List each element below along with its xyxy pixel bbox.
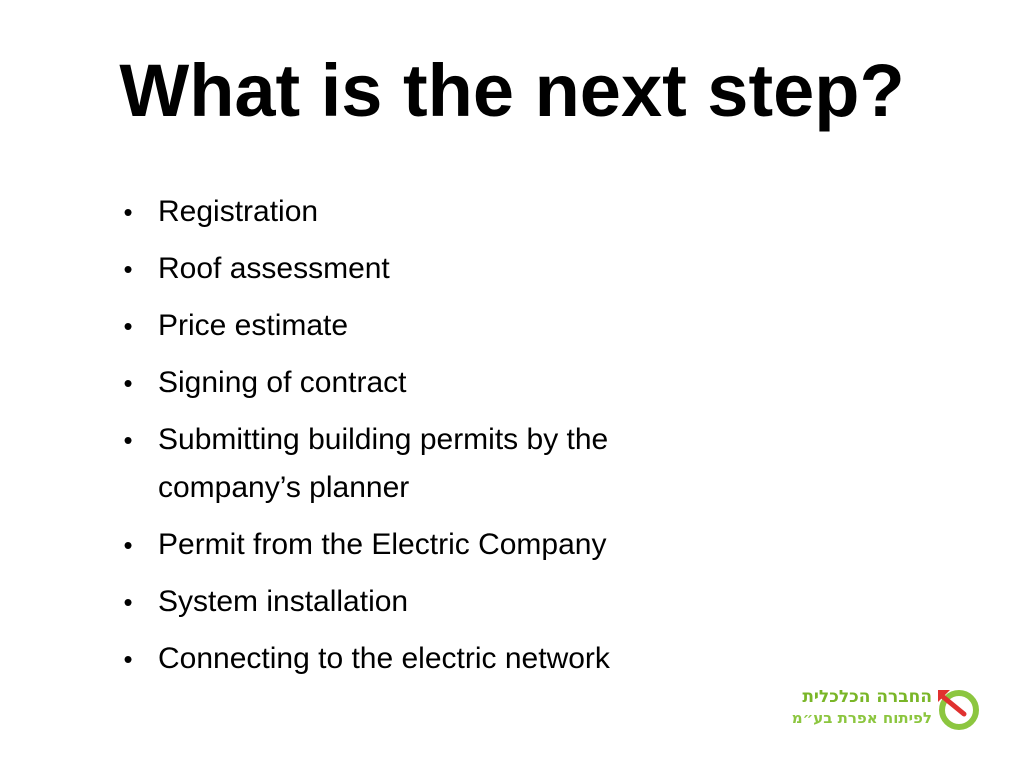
bullet-icon: •	[123, 197, 133, 227]
list-item-text: Submitting building permits by the compa…	[158, 423, 609, 504]
bullet-icon: •	[123, 425, 133, 455]
list-item-text: Permit from the Electric Company	[158, 528, 607, 561]
list-item: • System installation	[118, 578, 758, 626]
list-item: • Price estimate	[118, 302, 758, 350]
logo-line-1: החברה הכלכלית	[802, 687, 932, 707]
logo-text: החברה הכלכלית לפיתוח אפרת בע״מ	[792, 686, 932, 728]
list-item-text: Connecting to the electric network	[158, 642, 610, 675]
list-item-text: Roof assessment	[158, 252, 390, 285]
list-item-text: Registration	[158, 195, 319, 228]
company-logo: החברה הכלכלית לפיתוח אפרת בע״מ	[756, 682, 984, 738]
list-item: • Registration	[118, 188, 758, 236]
list-item: • Connecting to the electric network	[118, 635, 758, 683]
bullet-list: • Registration • Roof assessment • Price…	[118, 188, 758, 692]
list-item: • Permit from the Electric Company	[118, 521, 758, 569]
list-item: • Signing of contract	[118, 359, 758, 407]
bullet-icon: •	[123, 587, 133, 617]
slide-title: What is the next step?	[119, 49, 905, 132]
list-item-text: Price estimate	[158, 309, 349, 342]
list-item-text: Signing of contract	[158, 366, 407, 399]
bullet-icon: •	[123, 254, 133, 284]
list-item-text: System installation	[158, 585, 409, 618]
bullet-icon: •	[123, 368, 133, 398]
list-item: • Submitting building permits by the com…	[118, 416, 758, 512]
logo-ring-arrow-icon	[938, 690, 979, 730]
bullet-icon: •	[123, 644, 133, 674]
bullet-icon: •	[123, 530, 133, 560]
bullet-icon: •	[123, 311, 133, 341]
logo-line-2: לפיתוח אפרת בע״מ	[791, 709, 932, 727]
list-item: • Roof assessment	[118, 245, 758, 293]
